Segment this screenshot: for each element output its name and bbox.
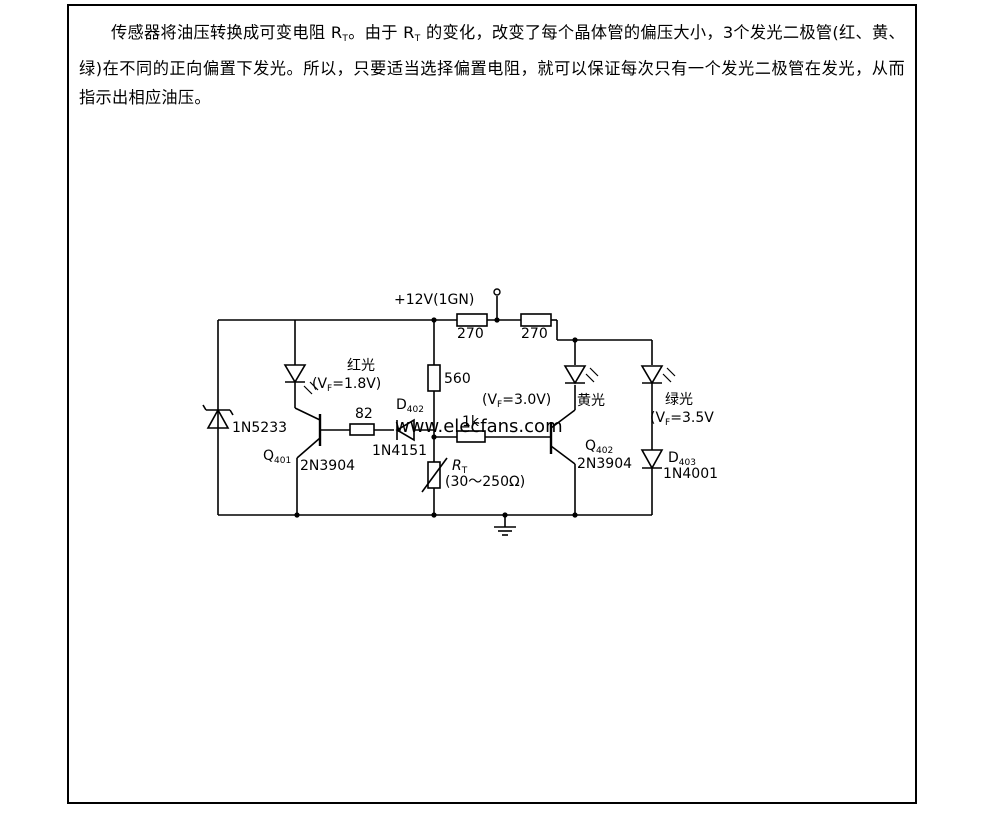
red-vf-label: (VF=1.8V) — [312, 376, 381, 394]
rt-range-label: (30～250Ω) — [445, 474, 525, 490]
junction-dot — [431, 512, 437, 518]
green-led-arrows — [662, 367, 676, 383]
desc-text-3: 的变化，改变了每个晶体管的偏压大小，3个发光二极管(红、黄、绿)在不同的正向偏置… — [79, 23, 905, 107]
figure-frame: 传感器将油压转换成可变电阻 RT。由于 RT 的变化，改变了每个晶体管的偏压大小… — [67, 4, 917, 804]
yellow-led-label: 黄光 — [577, 392, 605, 409]
zener-label: 1N5233 — [232, 420, 287, 436]
resistor-270-b — [520, 313, 552, 327]
wire-q401-collector — [294, 407, 321, 421]
d402-part-label: 1N4151 — [372, 443, 427, 459]
description-paragraph: 传感器将油压转换成可变电阻 RT。由于 RT 的变化，改变了每个晶体管的偏压大小… — [79, 18, 905, 112]
resistor-560 — [427, 364, 441, 392]
resistor-270-a — [456, 313, 488, 327]
q402-collector — [550, 409, 576, 429]
green-led-label: 绿光 — [665, 392, 693, 408]
junction-dot — [494, 317, 500, 323]
d403-label: D403 — [668, 450, 696, 468]
yellow-vf-label: (VF=3.0V) — [482, 392, 551, 410]
red-led-symbol — [283, 364, 307, 384]
watermark: www.elecfans.com — [395, 416, 563, 437]
q402-label: Q402 — [585, 438, 613, 456]
q401-emitter — [296, 437, 321, 459]
q402-part-label: 2N3904 — [577, 456, 632, 472]
r1-label: 270 — [457, 326, 484, 342]
junction-dot — [431, 317, 437, 323]
supply-terminal — [493, 288, 501, 296]
rt-variable-arrow — [421, 457, 448, 493]
d403-part-label: 1N4001 — [663, 466, 718, 482]
q401-part-label: 2N3904 — [300, 458, 355, 474]
r3-label: 560 — [444, 371, 471, 387]
red-led-arrows — [303, 381, 319, 395]
junction-dot — [572, 337, 578, 343]
desc-sub-1: T — [342, 34, 349, 44]
junction-dot — [431, 434, 437, 440]
red-led-label: 红光 — [347, 358, 375, 374]
r4-label: 82 — [355, 406, 373, 422]
rt-label: RT — [452, 458, 468, 476]
desc-sub-2: T — [414, 34, 421, 44]
zener-diode-symbol — [202, 404, 234, 429]
q402-emitter — [550, 445, 576, 465]
supply-label: +12V(1GN) — [394, 292, 474, 308]
junction-dot — [572, 512, 578, 518]
yellow-led-symbol — [563, 365, 587, 385]
resistor-82 — [349, 423, 375, 436]
r2-label: 270 — [521, 326, 548, 342]
junction-dot — [294, 512, 300, 518]
q401-label: Q401 — [263, 448, 291, 466]
green-vf-label: (VF=3.5V — [650, 410, 714, 428]
r5-label: 1k — [462, 414, 480, 430]
junction-dot — [502, 512, 508, 518]
green-led-symbol — [640, 365, 664, 385]
d403-diode-symbol — [640, 449, 664, 470]
yellow-led-arrows — [585, 367, 599, 383]
desc-text-1: 传感器将油压转换成可变电阻 R — [111, 23, 343, 42]
desc-text-2: 。由于 R — [348, 23, 415, 42]
d402-label: D402 — [396, 397, 424, 415]
